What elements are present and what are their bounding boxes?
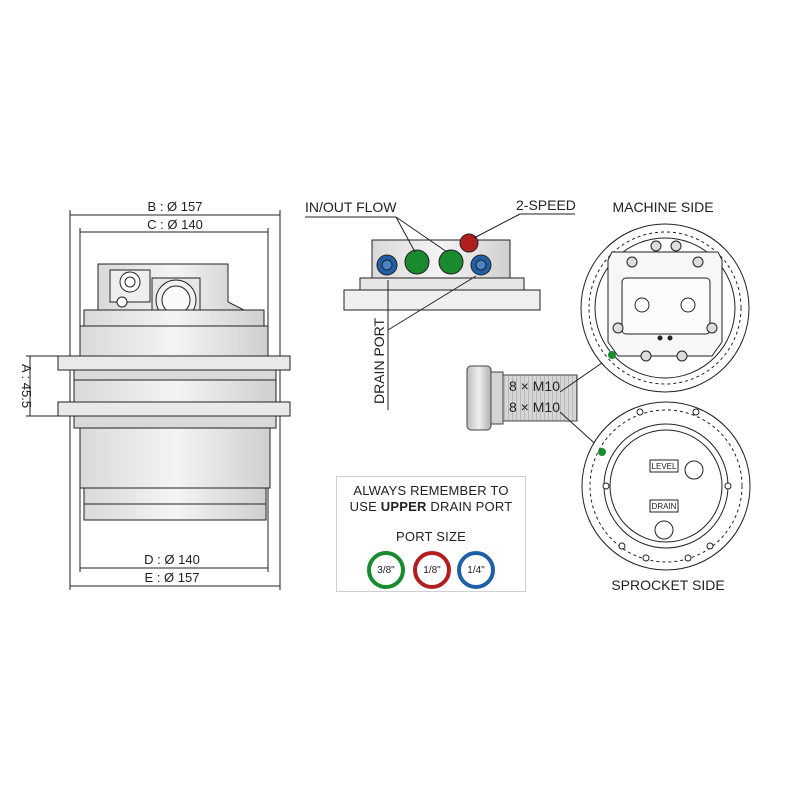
bolt-head	[466, 365, 492, 431]
bolt-thread	[502, 374, 578, 422]
port-size-blue-label: 1/4"	[467, 564, 485, 576]
flange-upper	[57, 355, 291, 371]
port-flow-left	[404, 249, 430, 275]
note-line-2-bold: UPPER	[380, 499, 427, 514]
note-line-1: ALWAYS REMEMBER TO	[353, 483, 509, 498]
plug-small-2	[116, 296, 128, 308]
bolt	[466, 365, 578, 431]
note-line-2: USE UPPER DRAIN PORT	[337, 499, 525, 514]
bolt-label-2: 8 × M10	[509, 399, 560, 415]
port-size-red-label: 1/8"	[423, 564, 441, 576]
dim-b-label: B : Ø 157	[148, 199, 203, 214]
port-flow-right	[438, 249, 464, 275]
two-speed-label: 2-SPEED	[516, 197, 576, 213]
port-size-title: PORT SIZE	[396, 529, 466, 544]
port-size-red: 1/8"	[413, 551, 451, 589]
drain-label: DRAIN	[652, 502, 677, 511]
hub-drum	[79, 427, 271, 489]
port-two-speed	[459, 233, 479, 253]
port-size-green: 3/8"	[367, 551, 405, 589]
dim-c-label: C : Ø 140	[147, 217, 203, 232]
port-size-blue: 1/4"	[457, 551, 495, 589]
side-view	[26, 210, 291, 590]
sprocket-side-label: SPROCKET SIDE	[611, 577, 724, 593]
port-size-note: ALWAYS REMEMBER TO USE UPPER DRAIN PORT …	[336, 476, 526, 592]
dim-d-label: D : Ø 140	[144, 552, 200, 567]
drain-port-label: DRAIN PORT	[371, 317, 387, 404]
bolt-label-1: 8 × M10	[509, 378, 560, 394]
port-view	[305, 213, 575, 410]
dim-e-label: E : Ø 157	[145, 570, 200, 585]
note-line-2-pre: USE	[349, 499, 381, 514]
sprocket-side-view	[581, 401, 751, 571]
dim-a-label: A : 45.5	[19, 364, 34, 408]
machine-side-label: MACHINE SIDE	[612, 199, 713, 215]
sprocket-side-marker	[598, 448, 606, 456]
flange-lower	[57, 401, 291, 417]
machine-side-view	[580, 223, 750, 393]
note-line-2-post: DRAIN PORT	[426, 499, 513, 514]
machine-side-marker	[608, 351, 616, 359]
in-out-flow-label: IN/OUT FLOW	[305, 199, 397, 215]
port-size-green-label: 3/8"	[377, 564, 395, 576]
level-label: LEVEL	[652, 462, 677, 471]
